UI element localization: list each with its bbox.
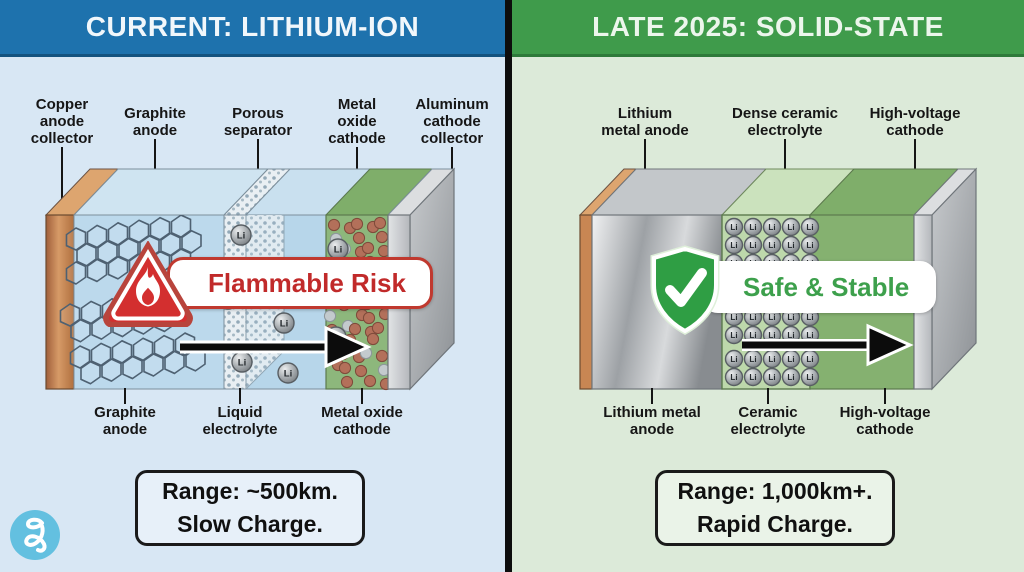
solid-state-range-box: Range: 1,000km+. Rapid Charge. bbox=[655, 470, 895, 546]
svg-text:Li: Li bbox=[334, 245, 342, 256]
label-dense-ceramic-electrolyte: Dense ceramic electrolyte bbox=[727, 105, 843, 182]
label-graphite-anode-bottom: Graphite anode bbox=[67, 388, 183, 438]
svg-text:Li: Li bbox=[284, 369, 292, 380]
ion-flow-arrow bbox=[180, 325, 372, 369]
range-value: Range: 1,000km+. bbox=[677, 477, 873, 504]
svg-text:Li: Li bbox=[730, 313, 737, 322]
svg-text:Li: Li bbox=[768, 373, 775, 382]
leader-line bbox=[784, 139, 786, 182]
label-high-voltage-cathode-top: High-voltage cathode bbox=[857, 105, 973, 182]
leader-line bbox=[61, 147, 63, 214]
leader-line bbox=[154, 139, 156, 188]
label-copper-anode-collector: Copper anode collector bbox=[4, 96, 120, 214]
lithium-ion-title: CURRENT: LITHIUM-ION bbox=[85, 11, 420, 42]
svg-text:Li: Li bbox=[749, 241, 756, 250]
brand-logo bbox=[10, 510, 60, 560]
svg-text:Li: Li bbox=[806, 223, 813, 232]
solid-state-panel: LATE 2025: SOLID-STATE Lithium metal ano… bbox=[512, 0, 1024, 572]
range-value: Range: ~500km. bbox=[162, 477, 338, 504]
svg-text:Li: Li bbox=[749, 223, 756, 232]
flammable-risk-label: Flammable Risk bbox=[167, 257, 433, 309]
label-metal-oxide-cathode-bottom: Metal oxide cathode bbox=[304, 388, 420, 438]
safe-stable-badge: Safe & Stable bbox=[646, 245, 937, 340]
svg-text:Li: Li bbox=[787, 331, 794, 340]
flammable-risk-badge: Flammable Risk bbox=[101, 240, 433, 332]
label-lithium-metal-anode-bottom: Lithium metal anode bbox=[594, 388, 710, 438]
lithium-ion-header: CURRENT: LITHIUM-ION bbox=[0, 0, 505, 57]
svg-text:Li: Li bbox=[768, 241, 775, 250]
svg-text:Li: Li bbox=[787, 223, 794, 232]
leader-line bbox=[767, 388, 769, 404]
ion-flow-arrow bbox=[742, 323, 914, 367]
svg-text:Li: Li bbox=[787, 241, 794, 250]
svg-text:Li: Li bbox=[749, 373, 756, 382]
svg-text:Li: Li bbox=[768, 313, 775, 322]
svg-text:Li: Li bbox=[806, 313, 813, 322]
svg-text:Li: Li bbox=[787, 373, 794, 382]
leader-line bbox=[361, 388, 363, 404]
svg-text:Li: Li bbox=[749, 355, 756, 364]
label-graphite-anode-top: Graphite anode bbox=[97, 105, 213, 188]
svg-text:Li: Li bbox=[768, 331, 775, 340]
flame-warning-triangle-icon bbox=[101, 240, 195, 332]
label-liquid-electrolyte: Liquid electrolyte bbox=[182, 388, 298, 438]
svg-text:Li: Li bbox=[730, 223, 737, 232]
label-porous-separator: Porous separator bbox=[200, 105, 316, 186]
lithium-ion-range-box: Range: ~500km. Slow Charge. bbox=[135, 470, 365, 546]
panel-divider bbox=[505, 0, 512, 572]
solid-state-title: LATE 2025: SOLID-STATE bbox=[592, 11, 944, 42]
charge-speed: Slow Charge. bbox=[177, 511, 323, 537]
svg-text:Li: Li bbox=[730, 373, 737, 382]
leader-line bbox=[239, 388, 241, 404]
svg-text:Li: Li bbox=[768, 223, 775, 232]
leader-line bbox=[257, 139, 259, 186]
label-ceramic-electrolyte: Ceramic electrolyte bbox=[710, 388, 826, 438]
label-metal-oxide-cathode-top: Metal oxide cathode bbox=[299, 96, 415, 198]
svg-text:Li: Li bbox=[749, 313, 756, 322]
lithium-ion-panel: CURRENT: LITHIUM-ION Copper anode collec… bbox=[0, 0, 505, 572]
leader-line bbox=[914, 139, 916, 182]
solid-state-diagram-area: Lithium metal anode Dense ceramic electr… bbox=[512, 57, 1024, 572]
lithium-ion-diagram-area: Copper anode collector Graphite anode Po… bbox=[0, 57, 505, 572]
svg-text:Li: Li bbox=[806, 373, 813, 382]
shield-check-icon bbox=[646, 245, 724, 340]
svg-text:Li: Li bbox=[237, 231, 245, 242]
leader-line bbox=[884, 388, 886, 404]
svg-text:Li: Li bbox=[730, 355, 737, 364]
charge-speed: Rapid Charge. bbox=[697, 511, 853, 537]
svg-text:Li: Li bbox=[730, 241, 737, 250]
script-letter-icon bbox=[24, 517, 47, 553]
svg-text:Li: Li bbox=[238, 358, 246, 369]
svg-text:Li: Li bbox=[806, 241, 813, 250]
leader-line bbox=[651, 388, 653, 404]
safe-stable-label: Safe & Stable bbox=[702, 261, 937, 313]
svg-text:Li: Li bbox=[749, 331, 756, 340]
svg-text:Li: Li bbox=[787, 313, 794, 322]
leader-line bbox=[124, 388, 126, 404]
svg-text:Li: Li bbox=[768, 355, 775, 364]
svg-text:Li: Li bbox=[806, 355, 813, 364]
svg-text:Li: Li bbox=[787, 355, 794, 364]
svg-text:Li: Li bbox=[280, 319, 288, 330]
label-high-voltage-cathode-bottom: High-voltage cathode bbox=[827, 388, 943, 438]
svg-text:Li: Li bbox=[806, 331, 813, 340]
solid-state-header: LATE 2025: SOLID-STATE bbox=[512, 0, 1024, 57]
svg-text:Li: Li bbox=[730, 331, 737, 340]
